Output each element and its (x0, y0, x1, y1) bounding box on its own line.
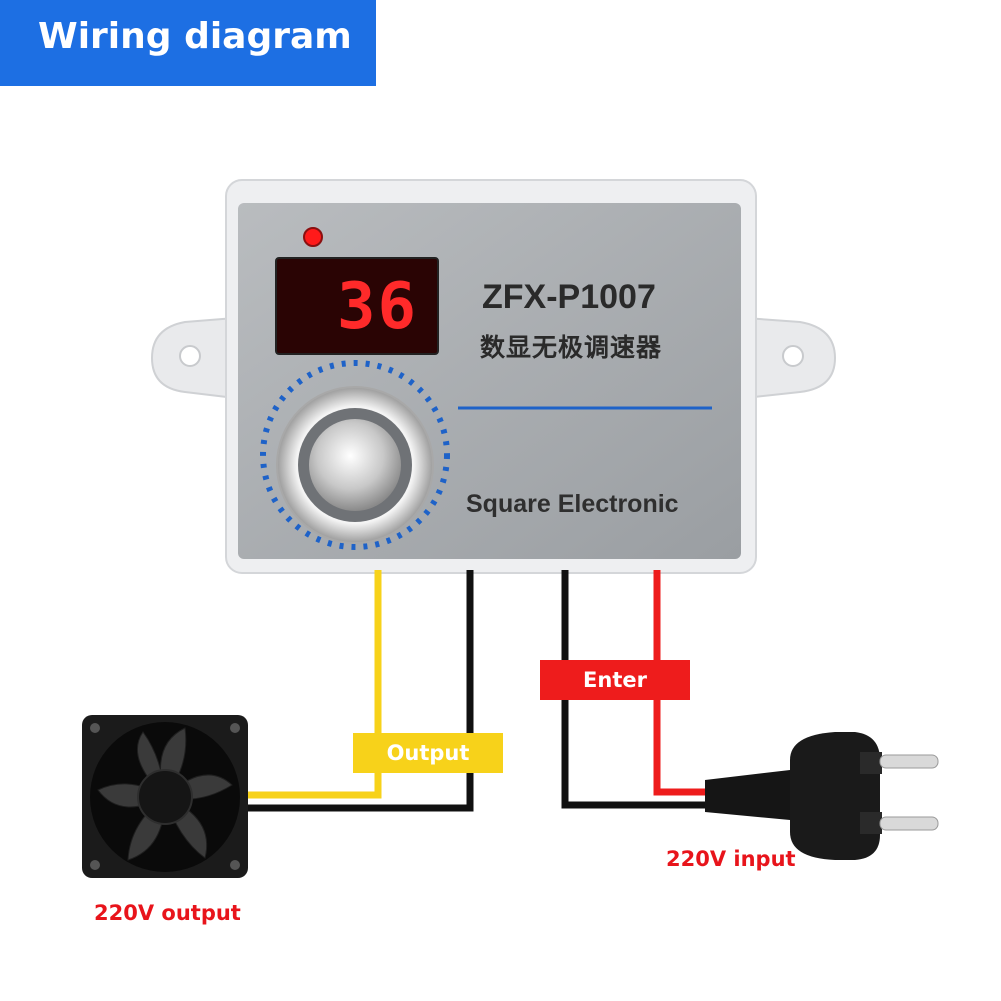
knob-scale-dots (260, 360, 450, 550)
display-window (275, 257, 439, 355)
output-wires (245, 570, 474, 812)
enter-label: Enter (540, 660, 690, 700)
input-voltage-label: 220V input (666, 847, 796, 871)
diagram-title: Wiring diagram (38, 16, 352, 57)
speed-display-value: 36 (336, 270, 418, 344)
output-voltage-label: 220V output (94, 901, 241, 925)
input-wires (561, 570, 715, 809)
device-name-cn: 数显无极调速器 (480, 333, 663, 362)
mounting-ear-left (150, 316, 236, 400)
power-plug-icon (705, 732, 939, 860)
power-led-icon (303, 227, 323, 247)
fan-icon (82, 715, 248, 878)
speed-knob[interactable] (309, 419, 401, 511)
device-model: ZFX-P1007 (482, 278, 656, 316)
mounting-ear-right (744, 316, 837, 400)
brand-name: Square Electronic (466, 490, 679, 518)
output-label: Output (353, 733, 503, 773)
title-banner: Wiring diagram (0, 0, 376, 86)
